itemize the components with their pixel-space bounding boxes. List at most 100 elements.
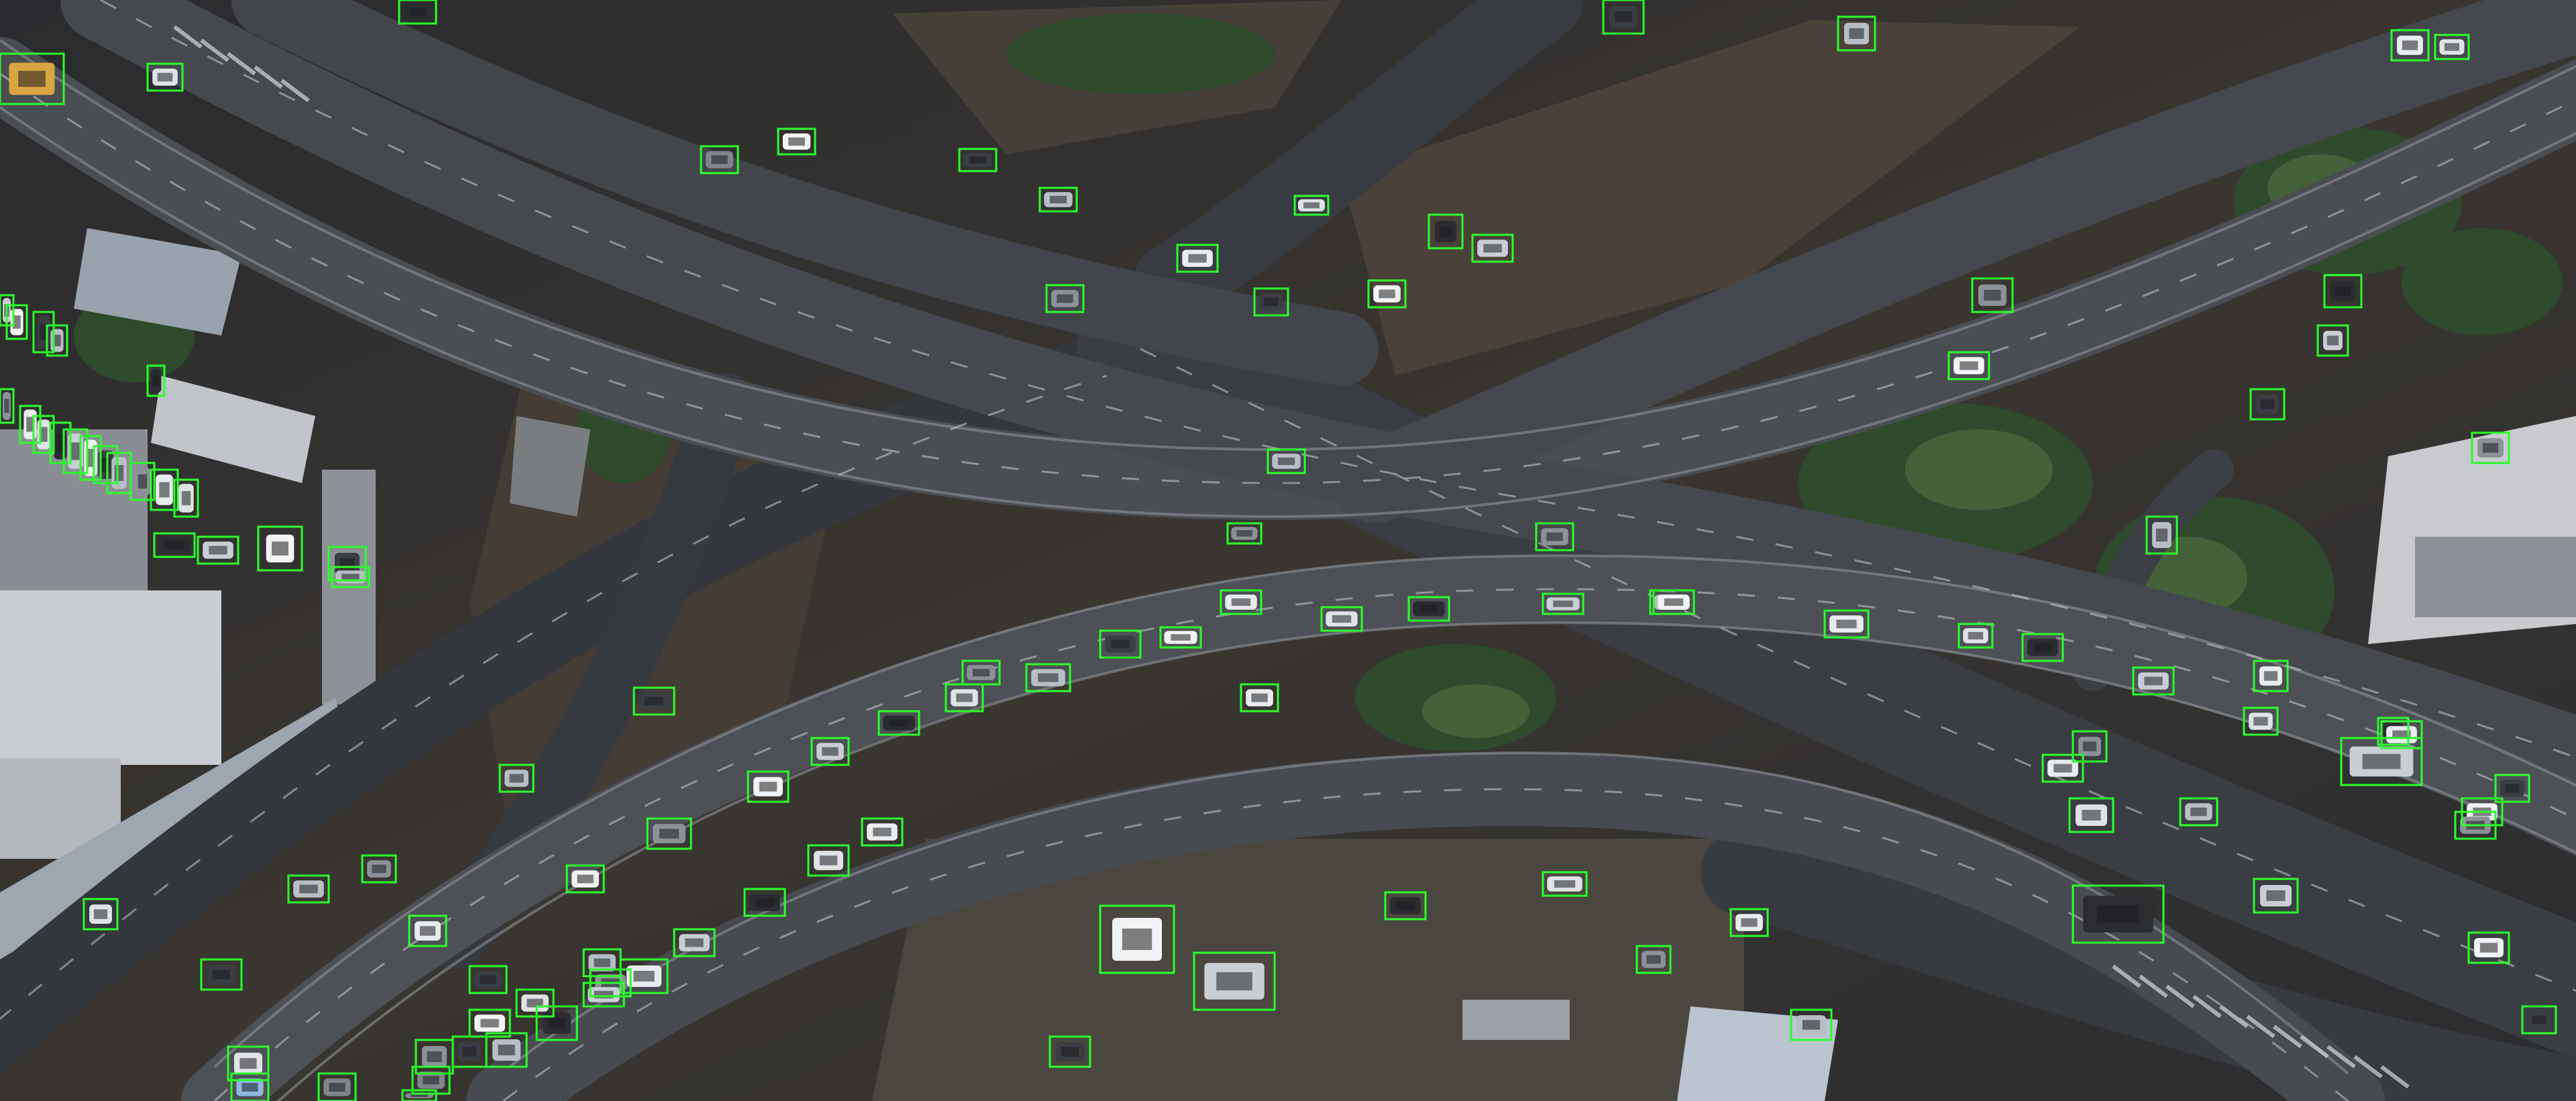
road-hatch-markings bbox=[173, 25, 2410, 1089]
car-window bbox=[685, 938, 704, 947]
car-window bbox=[2033, 643, 2052, 652]
car-detection-box bbox=[62, 428, 89, 474]
car-detection-box bbox=[1293, 195, 1330, 216]
car-window bbox=[1332, 615, 1352, 623]
car-detection-box bbox=[398, 0, 437, 25]
car-detection-box bbox=[535, 1005, 578, 1041]
car-detection-box bbox=[1635, 945, 1672, 974]
car-detection-box bbox=[129, 462, 156, 501]
car-detection-box bbox=[1038, 187, 1078, 213]
right-buildings bbox=[1462, 416, 2576, 1101]
car-detection-box bbox=[646, 817, 692, 850]
car-window bbox=[1122, 929, 1152, 950]
car-detection-box bbox=[1602, 0, 1645, 35]
car-detection-box bbox=[1367, 279, 1407, 309]
car-window bbox=[956, 693, 973, 702]
car-window bbox=[157, 72, 173, 82]
car-window bbox=[2082, 810, 2101, 821]
car-window bbox=[755, 898, 774, 907]
car-detection-box bbox=[958, 148, 998, 172]
car-window bbox=[1396, 901, 1415, 910]
car-detection-box bbox=[1320, 606, 1363, 632]
car-detection-box bbox=[83, 898, 119, 931]
car-window bbox=[594, 958, 610, 967]
car-window bbox=[1554, 880, 1576, 888]
car-detection-box bbox=[2454, 810, 2497, 840]
car-window bbox=[2505, 784, 2520, 793]
car-window bbox=[272, 541, 288, 556]
car-window bbox=[1664, 598, 1684, 607]
car-window bbox=[53, 334, 61, 347]
car-detection-box bbox=[150, 468, 179, 511]
car-window bbox=[1111, 639, 1130, 649]
car-detection-box bbox=[877, 710, 920, 736]
car-window bbox=[1231, 598, 1251, 607]
car-window bbox=[114, 465, 124, 481]
bus-window bbox=[239, 1058, 257, 1069]
car-detection-box bbox=[287, 874, 330, 904]
car-detection-box bbox=[361, 854, 397, 884]
car-window bbox=[2053, 764, 2072, 773]
car-window bbox=[1802, 1020, 1821, 1030]
car-detection-box bbox=[2179, 797, 2218, 827]
car-window bbox=[101, 457, 111, 472]
car-detection-box bbox=[485, 1032, 528, 1068]
car-detection-box bbox=[619, 958, 669, 994]
car-detection-box bbox=[2390, 29, 2430, 62]
car-detection-box bbox=[1240, 683, 1279, 713]
bus-detection-box bbox=[317, 1072, 357, 1101]
car-window bbox=[2335, 286, 2351, 297]
truck-detection-box bbox=[401, 1089, 437, 1101]
car-window bbox=[645, 696, 663, 706]
car-detection-box bbox=[2316, 324, 2349, 357]
car-detection-box bbox=[582, 982, 625, 1008]
car-detection-box bbox=[46, 324, 68, 357]
car-window bbox=[1038, 673, 1059, 682]
car-window bbox=[372, 864, 386, 874]
car-detection-box bbox=[1971, 277, 2014, 313]
car-window bbox=[577, 874, 594, 884]
car-window bbox=[889, 719, 909, 727]
car-detection-box bbox=[331, 566, 370, 588]
car-detection-box bbox=[1837, 15, 1876, 52]
car-window bbox=[4, 399, 9, 413]
car-detection-box bbox=[1220, 589, 1263, 615]
car-detection-box bbox=[861, 817, 904, 847]
car-window bbox=[2097, 904, 2139, 924]
car-window bbox=[1553, 600, 1573, 607]
car-window bbox=[427, 1051, 442, 1062]
car-detection-box bbox=[2145, 515, 2178, 555]
car-detection-box bbox=[2521, 1005, 2557, 1035]
car-detection-box bbox=[2249, 388, 2286, 421]
car-window bbox=[13, 315, 21, 329]
car-window bbox=[1379, 289, 1395, 299]
car-window bbox=[159, 482, 170, 498]
car-detection-box bbox=[1049, 1035, 1091, 1068]
car-detection-box bbox=[1471, 233, 1514, 263]
car-window bbox=[1171, 634, 1191, 641]
car-detection-box bbox=[1025, 663, 1071, 692]
car-detection-box bbox=[2253, 878, 2299, 914]
car-window bbox=[462, 1047, 477, 1057]
car-window bbox=[2482, 443, 2499, 453]
car-window bbox=[1049, 195, 1067, 204]
car-detection-box bbox=[49, 421, 72, 464]
car-window bbox=[1264, 297, 1279, 307]
car-window bbox=[1188, 254, 1207, 263]
car-detection-box bbox=[1729, 908, 1769, 937]
car-detection-box bbox=[468, 965, 508, 994]
car-detection-box bbox=[146, 364, 166, 397]
car-window bbox=[2402, 40, 2418, 50]
car-window bbox=[56, 434, 64, 452]
car-detection-box bbox=[633, 686, 676, 716]
car-detection-box bbox=[2377, 717, 2410, 746]
car-detection-box bbox=[2021, 633, 2064, 662]
car-window bbox=[1615, 11, 1632, 22]
car-window bbox=[299, 884, 318, 894]
car-detection-box bbox=[415, 1039, 454, 1075]
car-detection-box bbox=[1407, 596, 1450, 622]
car-detection-box bbox=[408, 914, 447, 947]
